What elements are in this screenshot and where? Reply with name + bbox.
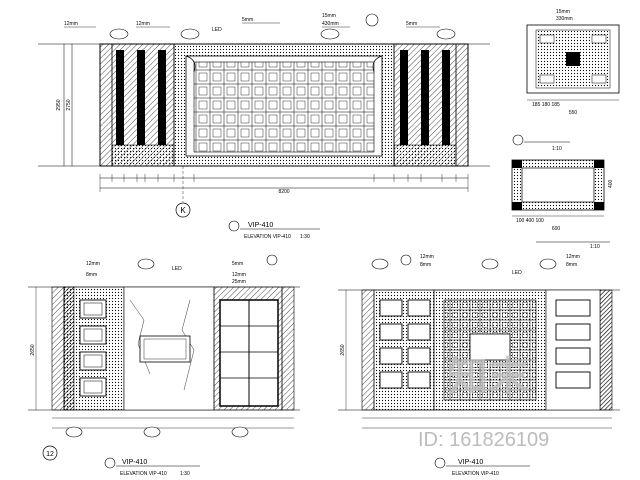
svg-text:2650: 2650 <box>30 344 36 355</box>
svg-text:8mm: 8mm <box>566 262 577 268</box>
svg-text:12mm: 12mm <box>86 261 100 267</box>
svg-text:600: 600 <box>552 226 561 232</box>
top-height-b: 2750 <box>66 99 72 110</box>
svg-text:VIP-410: VIP-410 <box>122 459 147 466</box>
svg-text:8mm: 8mm <box>420 262 431 268</box>
svg-text:1:10: 1:10 <box>552 146 562 152</box>
top-total-width: 8200 <box>278 189 289 195</box>
detail-a-square-tile: 15mm 330mm 185 180 185 550 1:10 <box>512 9 620 152</box>
bottom-right-elevation: 2650 12mm 8mm LED 12mm 8mm VIP-410 ELEVA… <box>338 254 620 477</box>
bottom-left-elevation: 2650 12mm 8mm LED 5mm 12mm 25mm 12 VIP-4… <box>28 254 300 477</box>
svg-text:15mm: 15mm <box>556 9 570 15</box>
svg-text:8mm: 8mm <box>86 272 97 278</box>
svg-text:25mm: 25mm <box>232 279 246 285</box>
svg-text:ELEVATION VIP-410: ELEVATION VIP-410 <box>244 234 291 240</box>
svg-text:LED: LED <box>512 270 522 276</box>
watermark-brand: 知末 <box>448 355 528 399</box>
watermark-id: ID: 161826109 <box>418 429 549 451</box>
watermark: 知末 ID: 161826109 <box>418 355 549 451</box>
svg-text:550: 550 <box>569 110 578 116</box>
grid-axis-k-label: K <box>180 206 186 215</box>
svg-text:430mm: 430mm <box>322 21 339 27</box>
svg-text:15mm: 15mm <box>322 13 336 19</box>
svg-text:12mm: 12mm <box>232 272 246 278</box>
svg-text:LED: LED <box>212 27 222 33</box>
svg-text:12mm: 12mm <box>136 21 150 27</box>
detail-b-frame-tile: 100 400 100 600 400 1:10 <box>511 159 614 250</box>
svg-text:400: 400 <box>608 179 614 188</box>
grid-axis-k-bubble <box>175 202 191 218</box>
svg-text:ELEVATION VIP-410: ELEVATION VIP-410 <box>120 471 167 477</box>
svg-text:VIP-410: VIP-410 <box>458 459 483 466</box>
svg-text:12: 12 <box>46 451 54 458</box>
svg-text:5mm: 5mm <box>406 21 417 27</box>
central-grid-panel <box>173 43 395 167</box>
svg-text:1:30: 1:30 <box>300 234 310 240</box>
top-elevation: K 8200 2950 2750 12mm 12mm LED 5mm <box>38 13 490 240</box>
svg-text:100 400 100: 100 400 100 <box>516 218 544 224</box>
svg-text:LED: LED <box>172 266 182 272</box>
top-height-a: 2950 <box>56 99 62 110</box>
left-stripe-panel <box>111 43 175 167</box>
svg-text:ELEVATION VIP-410: ELEVATION VIP-410 <box>452 471 499 477</box>
svg-text:12mm: 12mm <box>566 254 580 260</box>
svg-text:330mm: 330mm <box>556 16 573 22</box>
svg-text:VIP-410: VIP-410 <box>248 222 273 229</box>
svg-text:5mm: 5mm <box>242 17 253 23</box>
svg-text:1:10: 1:10 <box>590 244 600 250</box>
svg-text:2650: 2650 <box>340 344 346 355</box>
svg-text:12mm: 12mm <box>420 254 434 260</box>
top-title-block: VIP-410 ELEVATION VIP-410 1:30 <box>228 220 320 240</box>
svg-text:1:30: 1:30 <box>180 471 190 477</box>
svg-text:12mm: 12mm <box>64 21 78 27</box>
svg-text:5mm: 5mm <box>232 261 243 267</box>
top-callouts: 12mm 12mm LED 5mm 15mm 430mm 5mm <box>64 13 440 33</box>
right-stripe-panel <box>393 43 457 167</box>
svg-text:185 180 185: 185 180 185 <box>532 102 560 108</box>
